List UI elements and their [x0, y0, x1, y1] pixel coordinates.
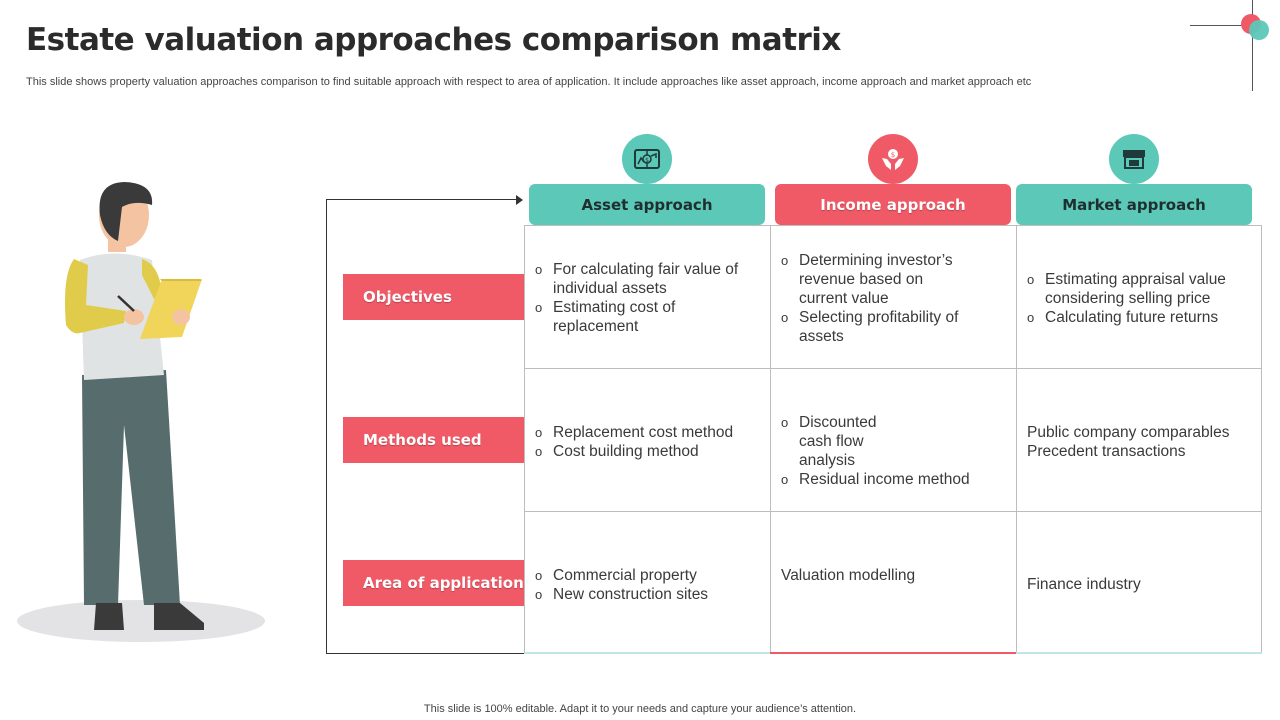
grid-divider [1016, 225, 1017, 654]
cell-application-income: Valuation modelling [781, 566, 1009, 585]
grid-divider [524, 368, 1262, 369]
decor-line-horizontal [1190, 25, 1252, 26]
cell-text: Finance industry [1027, 576, 1141, 593]
row-label-objectives: Objectives [343, 274, 524, 320]
list-item: New construction sites [535, 585, 763, 604]
page-title: Estate valuation approaches comparison m… [26, 22, 841, 58]
page-subtitle: This slide shows property valuation appr… [26, 76, 1032, 88]
column-header-market: Market approach [1016, 184, 1252, 225]
footer-note: This slide is 100% editable. Adapt it to… [423, 703, 857, 715]
column-accent-asset [524, 652, 770, 654]
arrow-right-icon [516, 195, 523, 205]
cell-text: Valuation modelling [781, 567, 916, 584]
grid-divider [770, 225, 771, 654]
decor-line-vertical [1252, 0, 1253, 91]
column-accent-market [1016, 652, 1262, 654]
money-map-icon: $ [622, 134, 672, 184]
cell-objectives-market: Estimating appraisal value considering s… [1027, 270, 1255, 327]
person-illustration [17, 182, 265, 642]
column-header-asset: Asset approach [529, 184, 765, 225]
column-header-income: Income approach [775, 184, 1011, 225]
list-item: Estimating appraisal value considering s… [1027, 270, 1255, 308]
bracket-line-vertical [326, 199, 327, 654]
cell-methods-asset: Replacement cost method Cost building me… [535, 423, 763, 461]
cell-application-market: Finance industry [1027, 575, 1255, 594]
cell-text: Precedent transactions [1027, 443, 1186, 460]
row-label-application: Area of application [343, 560, 524, 606]
cell-objectives-income: Determining investor’s revenue based on … [781, 251, 971, 346]
cell-text: Public company comparables [1027, 424, 1230, 441]
list-item: Cost building method [535, 442, 763, 461]
hands-coin-icon: $ [868, 134, 918, 184]
cell-methods-market: Public company comparables Precedent tra… [1027, 423, 1255, 461]
column-accent-income [770, 652, 1016, 654]
list-item: For calculating fair value of individual… [535, 260, 763, 298]
bracket-line-top [326, 199, 518, 200]
bracket-line-bottom [326, 653, 524, 654]
row-label-methods: Methods used [343, 417, 524, 463]
list-item: Calculating future returns [1027, 308, 1255, 327]
cell-methods-income: Discounted cash flow analysis Residual i… [781, 413, 986, 489]
list-item: Replacement cost method [535, 423, 763, 442]
list-item: Residual income method [781, 470, 986, 489]
list-item: Commercial property [535, 566, 763, 585]
storefront-icon [1109, 134, 1159, 184]
list-item: Selecting profitability of assets [781, 308, 971, 346]
cell-objectives-asset: For calculating fair value of individual… [535, 260, 763, 336]
svg-text:$: $ [891, 151, 895, 159]
list-item: Discounted cash flow analysis [781, 413, 909, 470]
svg-text:$: $ [645, 157, 649, 164]
cell-application-asset: Commercial property New construction sit… [535, 566, 763, 604]
grid-divider [524, 511, 1262, 512]
decor-circle-teal [1249, 20, 1269, 40]
list-item: Estimating cost of replacement [535, 298, 763, 336]
list-item: Determining investor’s revenue based on … [781, 251, 971, 308]
